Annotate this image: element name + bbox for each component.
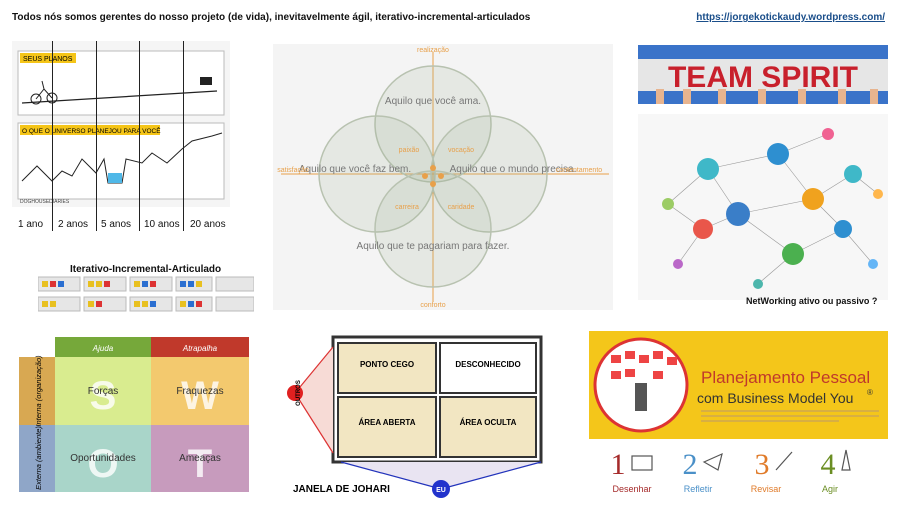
swot-drawing: Ajuda Atrapalha Interna (organização) Ex… [19, 337, 249, 492]
johari-blind-spot: PONTO CEGO [360, 360, 414, 369]
swot-col-hinder: Atrapalha [182, 344, 218, 353]
iterative-diagram [37, 275, 255, 313]
swot-matrix: Ajuda Atrapalha Interna (organização) Ex… [19, 337, 249, 492]
year-divider [52, 41, 53, 231]
swot-letter-s: S [90, 374, 117, 418]
swot-row-internal: Interna (organização) [34, 355, 43, 427]
year-label: 10 anos [144, 219, 180, 230]
step-label: Agir [822, 484, 838, 494]
johari-title: JANELA DE JOHARI [293, 484, 390, 495]
johari-hidden-area: ÁREA OCULTA [460, 418, 517, 427]
planning-title-line1: Planejamento Pessoal [701, 368, 870, 387]
venn-love: Aquilo que você ama. [385, 96, 481, 107]
swot-opportunities: Oportunidades [70, 453, 136, 464]
planning-steps: 1 2 3 4 Desenhar Refletir Revisar Agir [606, 442, 876, 497]
venn-axis-bottom: conforto [420, 302, 445, 309]
swot-threats: Ameaças [179, 453, 221, 464]
planning-title-line2: com Business Model You [697, 390, 853, 406]
johari-open-area: ÁREA ABERTA [358, 418, 415, 427]
plans-credit: DOGHOUSEDIARIES [20, 199, 70, 205]
swot-letter-t: T [188, 442, 212, 486]
planning-drawing: Planejamento Pessoal com Business Model … [589, 331, 888, 439]
step-label: Refletir [684, 484, 713, 494]
venn-axis-top: realização [417, 47, 449, 54]
step-label: Desenhar [612, 484, 651, 494]
planning-banner: Planejamento Pessoal com Business Model … [589, 331, 888, 439]
iterative-title: Iterativo-Incremental-Articulado [70, 264, 222, 275]
rocket-icon [841, 449, 851, 471]
swot-letter-w: W [181, 374, 219, 418]
swot-col-help: Ajuda [92, 344, 114, 353]
venn-good-at: Aquilo que você faz bem. [299, 164, 411, 175]
team-spirit-drawing: TEAM SPIRIT [638, 45, 888, 104]
networking-drawing [662, 128, 883, 289]
venn-axis-left: satisfação [277, 167, 309, 174]
year-label: 1 ano [18, 219, 44, 230]
plans-bottom-label: O QUE O UNIVERSO PLANEJOU PARA VOCÊ [22, 126, 161, 135]
plans-top-label: SEUS PLANOS [23, 56, 73, 63]
step-number: 1 [611, 448, 626, 481]
ikigai-diagram: Aquilo que você ama. Aquilo que você faz… [273, 44, 613, 310]
page-title: Todos nós somos gerentes do nosso projet… [12, 12, 531, 23]
year-label: 2 anos [58, 219, 89, 230]
venn-charity: caridade [448, 204, 475, 211]
johari-drawing: PONTO CEGO DESCONHECIDO ÁREA ABERTA ÁREA… [287, 335, 543, 498]
step-number: 4 [821, 448, 836, 481]
johari-unknown: DESCONHECIDO [455, 360, 520, 369]
year-divider [139, 41, 140, 231]
planning-steps-drawing: 1 2 3 4 Desenhar Refletir Revisar Agir [611, 448, 851, 494]
venn-world-needs: Aquilo que o mundo precisa. [450, 164, 577, 175]
step-number: 3 [755, 448, 770, 481]
swot-letter-o: O [87, 442, 118, 486]
johari-others-label: OUTROS [296, 380, 302, 406]
year-label: 20 anos [190, 219, 226, 230]
venn-career: carreira [395, 204, 419, 211]
venn-paid-for: Aquilo que te pagariam para fazer. [357, 241, 510, 252]
year-label: 5 anos [101, 219, 132, 230]
venn-passion: paixão [399, 147, 420, 154]
johari-window: PONTO CEGO DESCONHECIDO ÁREA ABERTA ÁREA… [283, 335, 545, 500]
year-divider [183, 41, 184, 231]
plans-comic-drawing: SEUS PLANOS O QUE O UNIVERSO PLANEJOU PA… [17, 50, 225, 205]
year-divider [96, 41, 97, 231]
venn-vocation: vocação [448, 147, 474, 154]
networking-graph [638, 114, 888, 300]
step-label: Revisar [751, 484, 782, 494]
planning-registered: ® [867, 388, 873, 397]
johari-me-label: EU [436, 487, 446, 494]
swot-strengths: Forças [88, 386, 119, 397]
step-number: 2 [683, 448, 698, 481]
plans-comic: SEUS PLANOS O QUE O UNIVERSO PLANEJOU PA… [12, 41, 230, 207]
venn-axis-right: contentamento [556, 167, 602, 174]
team-spirit-text: TEAM SPIRIT [668, 61, 858, 94]
swot-row-external: Externa (ambiente) [34, 426, 43, 490]
blog-link[interactable]: https://jorgekotickaudy.wordpress.com/ [696, 12, 885, 23]
networking-caption: NetWorking ativo ou passivo ? [746, 296, 878, 306]
ikigai-drawing: Aquilo que você ama. Aquilo que você faz… [277, 47, 609, 309]
team-spirit-banner: TEAM SPIRIT [638, 45, 888, 104]
eye-icon [702, 452, 723, 471]
swot-weaknesses: Fraquezas [176, 386, 223, 397]
book-icon [631, 455, 653, 471]
pencil-icon [775, 451, 793, 471]
iterative-blocks [37, 276, 255, 312]
